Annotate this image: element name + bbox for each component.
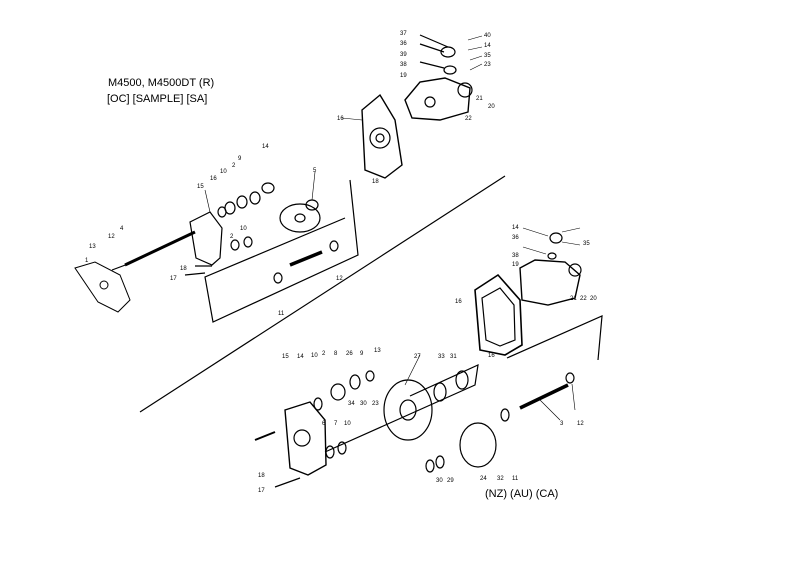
callout: 14 xyxy=(512,225,519,231)
callout: 36 xyxy=(512,235,519,241)
callout: 3 xyxy=(560,421,564,427)
lower-clutch-housing xyxy=(474,232,582,356)
callout: 24 xyxy=(480,476,487,482)
callout: 4 xyxy=(120,226,124,232)
callout: 15 xyxy=(282,354,289,360)
callout: 22 xyxy=(580,296,587,302)
callout: 10 xyxy=(344,421,351,427)
lower-assembly-bracket xyxy=(324,363,479,453)
callouts-right-housing: 14 36 35 38 19 16 16 21 22 20 xyxy=(455,225,597,359)
callout: 21 xyxy=(570,296,577,302)
callout: 16 xyxy=(488,353,495,359)
callout: 19 xyxy=(512,262,519,268)
callout: 2 xyxy=(322,351,326,357)
upper-gear-assembly xyxy=(111,182,339,284)
lower-region-caption: (NZ) (AU) (CA) xyxy=(485,488,559,500)
callout: 38 xyxy=(400,62,407,68)
lower-right-bracket xyxy=(506,315,603,361)
callout: 30 xyxy=(360,401,367,407)
callout: 29 xyxy=(447,478,454,484)
region-codes-title: [OC] [SAMPLE] [SA] xyxy=(107,93,208,105)
callout: 10 xyxy=(220,169,227,175)
callouts-bottom: 15 14 10 2 8 26 9 13 27 33 31 6 7 10 34 … xyxy=(258,348,584,494)
callout: 22 xyxy=(465,116,472,122)
callout: 18 xyxy=(180,266,187,272)
callout: 18 xyxy=(372,179,379,185)
left-shaft-fragment xyxy=(74,261,131,313)
model-title: M4500, M4500DT (R) xyxy=(108,77,215,89)
callout: 34 xyxy=(348,401,355,407)
callout: 8 xyxy=(334,351,338,357)
callout: 9 xyxy=(360,351,364,357)
callout: 2 xyxy=(232,163,236,169)
callout: 37 xyxy=(400,31,407,37)
callout: 2 xyxy=(230,234,234,240)
callout: 14 xyxy=(262,144,269,150)
callout: 36 xyxy=(400,41,407,47)
callout: 19 xyxy=(400,73,407,79)
callout: 35 xyxy=(484,53,491,59)
callout: 10 xyxy=(311,353,318,359)
callout: 5 xyxy=(313,168,317,174)
callout: 13 xyxy=(89,244,96,250)
callout: 12 xyxy=(108,234,115,240)
callout: 14 xyxy=(484,43,491,49)
callout: 14 xyxy=(297,354,304,360)
callout: 1 xyxy=(85,258,89,264)
callout: 11 xyxy=(278,311,285,317)
callout: 17 xyxy=(170,276,177,282)
callout: 16 xyxy=(210,176,217,182)
callout: 33 xyxy=(438,354,445,360)
callout: 16 xyxy=(455,299,462,305)
callout: 27 xyxy=(414,354,421,360)
callout: 20 xyxy=(488,104,495,110)
callouts-top: 37 36 39 38 19 40 14 35 23 21 22 20 16 1… xyxy=(337,31,495,185)
callout: 39 xyxy=(400,52,407,58)
callout: 13 xyxy=(374,348,381,354)
callout: 16 xyxy=(337,116,344,122)
callout: 18 xyxy=(258,473,265,479)
callout: 17 xyxy=(258,488,265,494)
callout: 38 xyxy=(512,253,519,259)
upper-clutch-housing xyxy=(361,34,473,179)
callout: 12 xyxy=(336,276,343,282)
callout: 23 xyxy=(484,62,491,68)
separator-line xyxy=(139,175,506,413)
callouts-left: 15 16 10 2 14 9 5 4 13 12 1 10 2 17 18 1… xyxy=(85,144,343,317)
callout: 23 xyxy=(372,401,379,407)
callout: 15 xyxy=(197,184,204,190)
callout: 32 xyxy=(497,476,504,482)
callout: 7 xyxy=(334,421,338,427)
callout: 9 xyxy=(238,156,242,162)
callout: 6 xyxy=(322,421,326,427)
callout: 40 xyxy=(484,33,491,39)
callout: 20 xyxy=(590,296,597,302)
callout: 21 xyxy=(476,96,483,102)
callout: 12 xyxy=(577,421,584,427)
lower-gear-assembly xyxy=(254,370,575,488)
callout: 30 xyxy=(436,478,443,484)
callout: 35 xyxy=(583,241,590,247)
upper-assembly-bracket xyxy=(204,179,359,323)
callout: 11 xyxy=(512,476,519,482)
callout: 26 xyxy=(346,351,353,357)
callout: 31 xyxy=(450,354,457,360)
callout: 10 xyxy=(240,226,247,232)
